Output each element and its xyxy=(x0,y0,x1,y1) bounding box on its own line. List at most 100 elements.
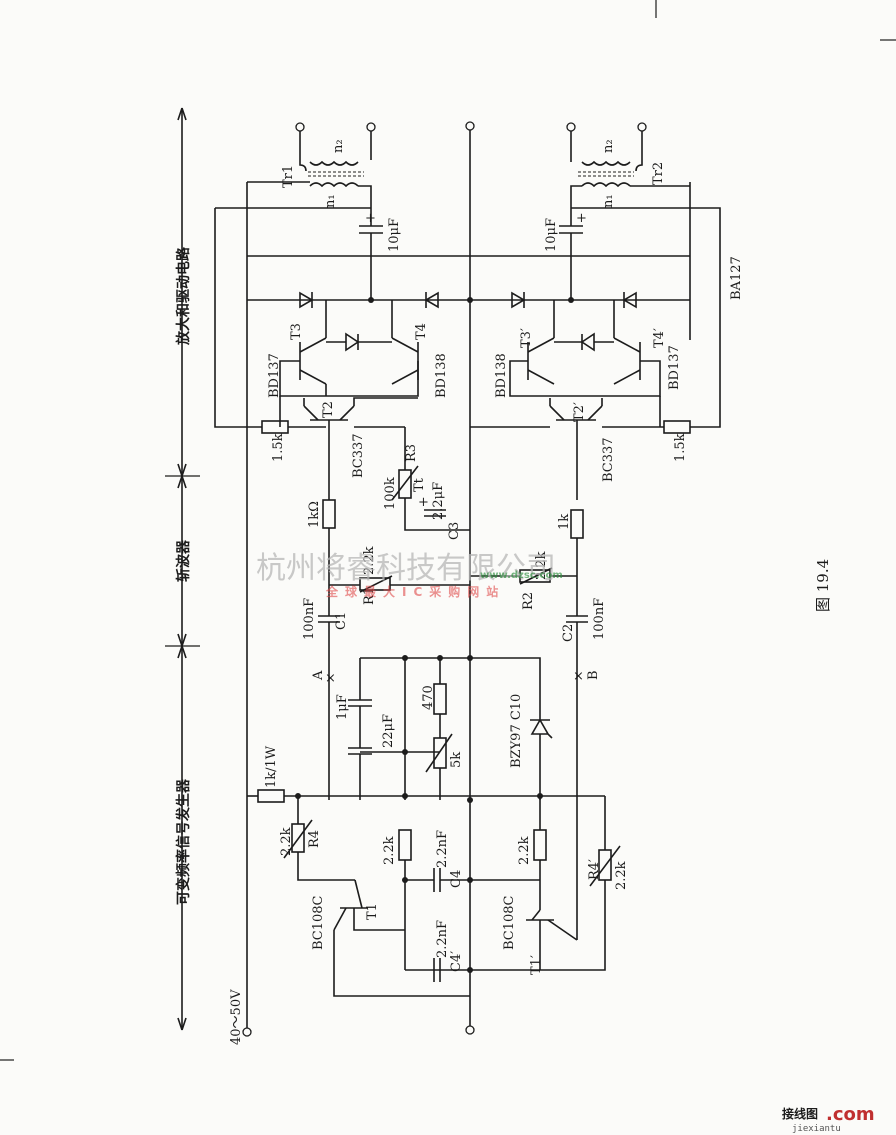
watermark-site-line: 全球最大IC采购网站 xyxy=(325,584,505,599)
transistor-t4p xyxy=(613,300,641,385)
r-1-5k-label-right: 1.5k xyxy=(673,433,688,462)
c4-value: 2.2nF xyxy=(435,830,450,868)
n2-label-right: n₂ xyxy=(601,139,616,153)
r4p-value: 2.2k xyxy=(614,861,629,890)
n1-label-right: n₁ xyxy=(601,194,616,208)
transformer-tr1 xyxy=(247,122,376,215)
resistor-r3 xyxy=(391,427,470,531)
bd137-label-right: BD137 xyxy=(667,345,682,390)
pot-5k-label: 5k xyxy=(449,752,464,768)
n1-label-left: n₁ xyxy=(323,194,338,208)
generator-supply-line xyxy=(247,789,605,803)
r2-value: 2.2k xyxy=(534,551,549,580)
r-2-2k-label-a: 2.2k xyxy=(382,836,397,865)
n2-label-left: n₂ xyxy=(331,139,346,153)
svg-text:+: + xyxy=(365,211,376,226)
driver-bridge-right xyxy=(509,332,661,427)
resistor-r4p xyxy=(405,796,621,971)
driver-bridge-left xyxy=(279,332,419,427)
scan-frame-marks xyxy=(0,0,896,1061)
t1p-label: T1′ xyxy=(529,955,544,975)
c1-label: C1 xyxy=(334,612,349,630)
r3-label: R3 xyxy=(404,444,419,462)
node-b-label: B xyxy=(586,670,601,680)
r-1k-label-right: 1k xyxy=(557,514,572,530)
resistor-2-2k-a xyxy=(398,829,412,970)
svg-text:+: + xyxy=(576,211,587,226)
capacitor-10uf-right: + xyxy=(559,211,587,300)
regulator-wiring xyxy=(348,655,553,800)
ba127-label: BA127 xyxy=(729,256,744,300)
svg-text:×: × xyxy=(573,669,584,684)
capacitor-c2 xyxy=(566,576,588,940)
zener-label: BZY97 C10 xyxy=(509,694,524,768)
capacitor-c1 xyxy=(318,585,340,800)
feedback-wiring xyxy=(214,182,721,428)
resistor-2-2k-b xyxy=(533,796,547,910)
svg-text:+: + xyxy=(418,495,429,510)
r3-value: 100k xyxy=(383,477,398,510)
bc108c-label-right: BC108C xyxy=(502,895,517,950)
c-22uf-label: 22μF xyxy=(381,714,396,748)
c4p-value: 2.2nF xyxy=(435,920,450,958)
r-1k1w-label: 1k/1W xyxy=(264,745,279,788)
corner-logo: 接线图 .com jiexiantu xyxy=(782,1104,875,1134)
transistor-t1p xyxy=(526,909,578,970)
svg-text:接线图: 接线图 xyxy=(782,1106,818,1121)
t4-label: T4 xyxy=(414,323,429,340)
bc108c-label-left: BC108C xyxy=(311,895,326,950)
r-470-label: 470 xyxy=(421,685,436,710)
transistor-t2 xyxy=(303,397,418,500)
t1-label: T1 xyxy=(365,903,380,920)
transistor-t4 xyxy=(391,300,419,385)
c-10uf-label-left: 10μF xyxy=(387,218,402,252)
r4-value: 2.2k xyxy=(279,827,294,856)
t2-label: T2 xyxy=(321,401,336,418)
tt-label: Tt xyxy=(412,477,427,492)
t4p-label: T4′ xyxy=(652,328,667,348)
t2p-label: T2′ xyxy=(572,402,587,422)
r-1-5k-label-left: 1.5k xyxy=(271,433,286,462)
ground-rail-center xyxy=(465,121,475,1035)
capacitor-c4p xyxy=(433,958,441,982)
watermark-company: 杭州将睿科技有限公司 xyxy=(256,551,556,586)
r1-value: 2.2k xyxy=(362,546,377,575)
resistor-1k-ohm xyxy=(322,499,470,593)
c-10uf-label-right: 10μF xyxy=(544,218,559,252)
supply-voltage-label: 40～50V xyxy=(229,989,244,1045)
c3-label: C3 xyxy=(447,522,462,540)
bd138-label-left: BD138 xyxy=(434,353,449,398)
r2-label: R2 xyxy=(521,592,536,610)
transistor-t2p xyxy=(470,398,664,500)
c1-value: 100nF xyxy=(302,598,317,640)
resistor-1k-right xyxy=(470,509,584,585)
diode-row xyxy=(247,291,690,309)
tr1-label: Tr1 xyxy=(281,165,296,188)
watermark-url: www.dzsc.com xyxy=(480,570,563,581)
c2-label: C2 xyxy=(561,624,576,642)
supply-rail-left xyxy=(242,182,252,1037)
transistor-t1 xyxy=(333,879,470,997)
r1-label: R1 xyxy=(362,587,377,605)
bd137-label-left: BD137 xyxy=(267,353,282,398)
svg-text:jiexiantu: jiexiantu xyxy=(792,1124,841,1134)
capacitor-c3: + xyxy=(418,495,446,517)
bc337-label-left: BC337 xyxy=(351,433,366,478)
t3p-label: T3′ xyxy=(519,328,534,348)
transistor-t3 xyxy=(299,300,327,396)
section-label-generator: 可变频率信号发生器 xyxy=(175,778,192,905)
bc337-label-right: BC337 xyxy=(601,437,616,482)
bd138-label-right: BD138 xyxy=(494,353,509,398)
supply-terminal xyxy=(242,1027,252,1037)
tr2-label: Tr2 xyxy=(651,162,666,185)
figure-caption: 图 19.4 xyxy=(814,559,832,612)
c-1uf-label: 1μF xyxy=(335,694,350,720)
svg-text:×: × xyxy=(325,671,336,686)
section-label-chopper: 斩波器 xyxy=(175,539,192,582)
c4p-label: C4′ xyxy=(449,951,464,972)
resistor-1-5k-left xyxy=(261,420,326,434)
c4-label: C4 xyxy=(449,870,464,888)
node-a-label: A xyxy=(311,670,326,681)
c3-value: 2.2μF xyxy=(431,482,446,520)
